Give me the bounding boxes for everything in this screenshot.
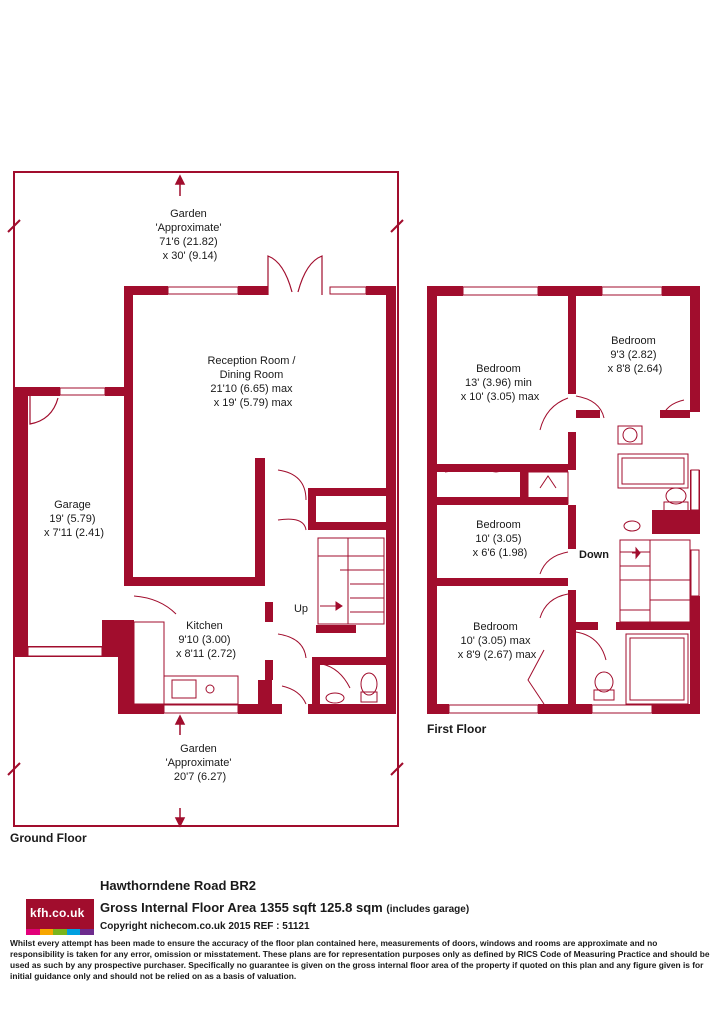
french-doors: [29, 255, 323, 425]
garage-label: Garage 19' (5.79) x 7'11 (2.41): [44, 499, 104, 539]
first-floor-walls: [427, 286, 700, 714]
ground-floor-windows: [27, 286, 367, 714]
logo-text: kfh.co.uk: [30, 906, 85, 920]
garage-line-3: x 7'11 (2.41): [44, 527, 104, 539]
stairs-down-label: Down: [579, 549, 609, 561]
logo-stripe: [66, 929, 81, 935]
property-address: Hawthorndene Road BR2: [100, 878, 257, 893]
first-floor-title: First Floor: [427, 722, 487, 736]
bedroom-1-line-1: Bedroom: [476, 363, 521, 375]
ground-floor-title: Ground Floor: [10, 831, 87, 845]
copyright: Copyright nichecom.co.uk 2015 REF : 5112…: [100, 921, 310, 932]
garden-top-line-1: Garden: [170, 208, 207, 220]
floor-area: Gross Internal Floor Area 1355 sqft 125.…: [100, 900, 469, 915]
bedroom-2-line-3: x 8'8 (2.64): [608, 363, 663, 375]
bedroom-3-label: Bedroom 10' (3.05) x 6'6 (1.98): [473, 519, 528, 559]
garage-line-2: 19' (5.79): [49, 513, 95, 525]
kitchen-line-3: x 8'11 (2.72): [176, 648, 236, 660]
bedroom-3-line-3: x 6'6 (1.98): [473, 547, 528, 559]
reception-line-1: Reception Room /: [207, 355, 296, 367]
disclaimer: Whilst every attempt has been made to en…: [10, 938, 710, 981]
kitchen-line-1: Kitchen: [186, 620, 223, 632]
bedroom-1-label: Bedroom 13' (3.96) min x 10' (3.05) max: [461, 363, 540, 403]
floor-plan: Garden 'Approximate' 71'6 (21.82) x 30' …: [7, 171, 700, 845]
garden-top-line-2: 'Approximate': [155, 222, 221, 234]
reception-line-4: x 19' (5.79) max: [214, 397, 293, 409]
bedroom-3-line-1: Bedroom: [476, 519, 521, 531]
first-floor-windows: [448, 286, 700, 714]
floor-area-value: Gross Internal Floor Area 1355 sqft 125.…: [100, 900, 383, 915]
reception-line-3: 21'10 (6.65) max: [210, 383, 293, 395]
garden-top-line-4: x 30' (9.14): [163, 250, 218, 262]
garden-bottom-label: Garden 'Approximate' 20'7 (6.27): [165, 743, 234, 783]
ground-wc: [325, 672, 378, 704]
garden-bottom-line-3: 20'7 (6.27): [174, 771, 226, 783]
bedroom-1-line-3: x 10' (3.05) max: [461, 391, 540, 403]
reception-label: Reception Room / Dining Room 21'10 (6.65…: [207, 355, 298, 409]
ground-stairs: [277, 469, 385, 705]
bedroom-4-label: Bedroom 10' (3.05) max x 8'9 (2.67) max: [458, 621, 537, 661]
bedroom-4-line-3: x 8'9 (2.67) max: [458, 649, 537, 661]
kitchen-units: [133, 595, 239, 705]
kfh-logo: kfh.co.uk: [26, 899, 94, 935]
logo-stripe: [39, 929, 54, 935]
kitchen-line-2: 9'10 (3.00): [178, 634, 230, 646]
garden-bottom-line-2: 'Approximate': [165, 757, 231, 769]
garden-top-line-3: 71'6 (21.82): [159, 236, 217, 248]
bedroom-4-line-2: 10' (3.05) max: [460, 635, 530, 647]
logo-stripe: [26, 929, 40, 935]
garden-top-label: Garden 'Approximate' 71'6 (21.82) x 30' …: [155, 208, 224, 262]
bedroom-1-line-2: 13' (3.96) min: [465, 377, 532, 389]
ground-floor-walls: [14, 286, 396, 714]
garden-arrows: [174, 174, 186, 828]
bedroom-2-line-1: Bedroom: [611, 335, 656, 347]
garage-line-1: Garage: [54, 499, 91, 511]
stairs-up-label: Up: [294, 603, 308, 615]
floor-area-note: (includes garage): [386, 904, 470, 915]
kitchen-label: Kitchen 9'10 (3.00) x 8'11 (2.72): [176, 620, 236, 660]
bedroom-2-label: Bedroom 9'3 (2.82) x 8'8 (2.64): [608, 335, 663, 375]
bedroom-2-line-2: 9'3 (2.82): [610, 349, 656, 361]
logo-stripes: [26, 929, 94, 935]
bedroom-4-line-1: Bedroom: [473, 621, 518, 633]
logo-stripe: [53, 929, 67, 935]
bedroom-3-line-2: 10' (3.05): [475, 533, 521, 545]
reception-line-2: Dining Room: [220, 369, 284, 381]
logo-stripe: [80, 929, 94, 935]
garden-bottom-line-1: Garden: [180, 743, 217, 755]
first-floor-fixtures: [444, 395, 691, 705]
